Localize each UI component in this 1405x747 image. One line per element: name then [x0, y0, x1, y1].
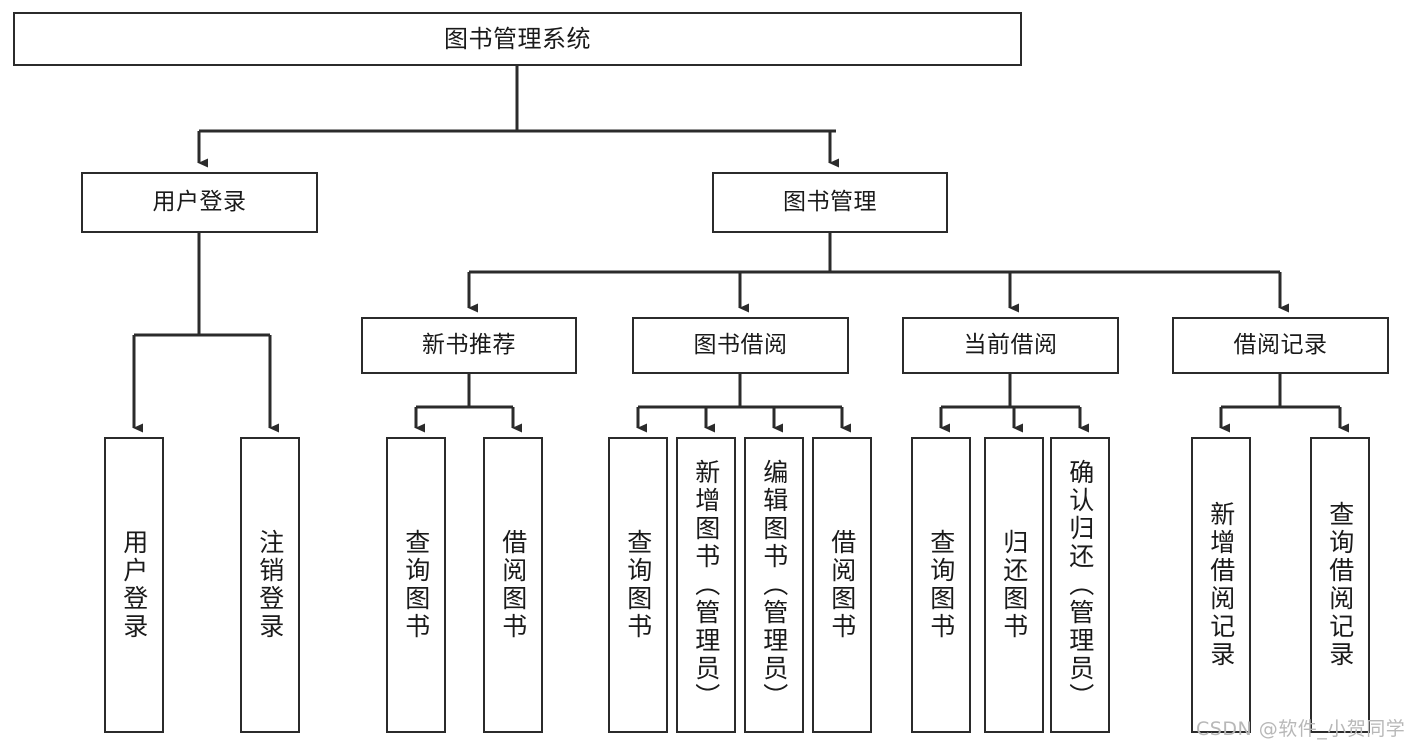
edge-group-current-borrow [939, 374, 1089, 433]
leaf-query-book-2[interactable]: 查询图书 [608, 437, 668, 733]
leaf-borrow-book-1[interactable]: 借阅图书 [483, 437, 543, 733]
leaf-add-record[interactable]: 新增借阅记录 [1191, 437, 1251, 733]
node-current-borrow-label: 当前借阅 [963, 331, 1058, 358]
leaf-query-book-3[interactable]: 查询图书 [911, 437, 971, 733]
edge-group-book-manage [467, 233, 1289, 313]
csdn-watermark: CSDN @软件_小贺同学 [1196, 718, 1405, 740]
leaf-add-record-label: 新增借阅记录 [1206, 501, 1236, 669]
leaf-edit-book-label: 编辑图书（管理员） [759, 459, 789, 711]
leaf-confirm-return-label: 确认归还（管理员） [1065, 459, 1095, 711]
node-root-label: 图书管理系统 [444, 24, 591, 53]
leaf-return-book[interactable]: 归还图书 [984, 437, 1044, 733]
leaf-edit-book[interactable]: 编辑图书（管理员） [744, 437, 804, 733]
leaf-add-book[interactable]: 新增图书（管理员） [676, 437, 736, 733]
edge-group-book-borrow [636, 374, 851, 433]
node-book-borrow-label: 图书借阅 [693, 331, 788, 358]
leaf-return-book-label: 归还图书 [999, 529, 1029, 641]
node-book-borrow[interactable]: 图书借阅 [632, 317, 849, 374]
edge-group-root [197, 66, 839, 168]
node-new-book-recommend-label: 新书推荐 [422, 331, 516, 358]
leaf-add-book-label: 新增图书（管理员） [691, 459, 721, 711]
leaf-user-login-label: 用户登录 [119, 529, 149, 641]
node-current-borrow[interactable]: 当前借阅 [902, 317, 1119, 374]
leaf-query-record[interactable]: 查询借阅记录 [1310, 437, 1370, 733]
node-borrow-record-label: 借阅记录 [1233, 331, 1328, 358]
leaf-borrow-book-1-label: 借阅图书 [498, 529, 528, 641]
leaf-query-book-1-label: 查询图书 [401, 529, 431, 641]
leaf-query-book-2-label: 查询图书 [623, 529, 653, 641]
leaf-user-logout-label: 注销登录 [255, 529, 285, 641]
leaf-user-login[interactable]: 用户登录 [104, 437, 164, 733]
node-user-login-label: 用户登录 [152, 188, 247, 215]
node-book-manage-label: 图书管理 [783, 188, 877, 215]
node-book-manage[interactable]: 图书管理 [712, 172, 948, 233]
node-new-book-recommend[interactable]: 新书推荐 [361, 317, 577, 374]
edge-group-new-book-recommend [414, 374, 522, 433]
node-root[interactable]: 图书管理系统 [13, 12, 1022, 66]
leaf-query-record-label: 查询借阅记录 [1325, 501, 1355, 669]
edge-group-borrow-record [1219, 374, 1349, 433]
node-borrow-record[interactable]: 借阅记录 [1172, 317, 1389, 374]
leaf-borrow-book-2[interactable]: 借阅图书 [812, 437, 872, 733]
leaf-query-book-1[interactable]: 查询图书 [386, 437, 446, 733]
edge-group-user-login [132, 233, 279, 433]
leaf-query-book-3-label: 查询图书 [926, 529, 956, 641]
leaf-confirm-return[interactable]: 确认归还（管理员） [1050, 437, 1110, 733]
node-user-login[interactable]: 用户登录 [81, 172, 318, 233]
leaf-borrow-book-2-label: 借阅图书 [827, 529, 857, 641]
leaf-user-logout[interactable]: 注销登录 [240, 437, 300, 733]
